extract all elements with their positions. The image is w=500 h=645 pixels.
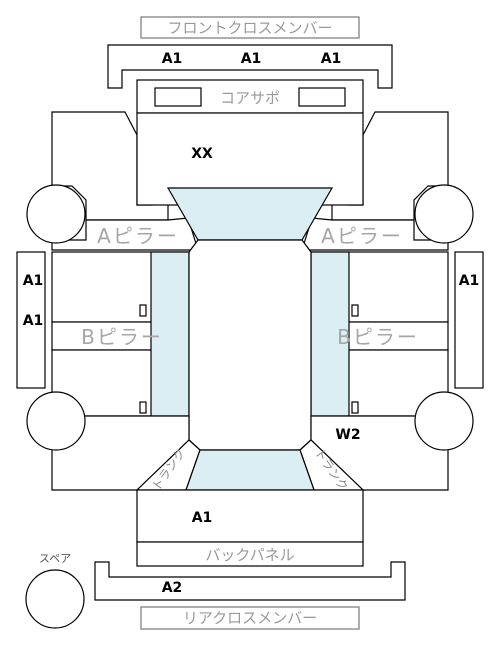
code-right-side: A1	[459, 273, 480, 289]
a-pillar-label-left: Aピラー	[97, 224, 179, 248]
left-front-handle	[139, 304, 147, 317]
right-a-pillar[interactable]	[301, 217, 449, 251]
code-left-side-lower: A1	[23, 313, 44, 329]
wheel-spare[interactable]	[25, 569, 85, 629]
front-cross-member-box	[140, 16, 360, 39]
trunk-lid[interactable]	[136, 489, 364, 543]
code-front-member-left: A1	[162, 51, 183, 67]
code-front-member-center: A1	[241, 51, 262, 67]
rear-window[interactable]	[185, 449, 315, 491]
rear-cross-member-label: リアクロスメンバー	[183, 609, 317, 627]
right-rear-handle	[351, 401, 359, 414]
wheel-front-left[interactable]	[26, 184, 86, 244]
spare-label: スペア	[39, 552, 71, 565]
a-pillar-label-right: Aピラー	[321, 224, 403, 248]
wheel-rear-right[interactable]	[414, 391, 474, 451]
left-side-windows[interactable]	[150, 251, 190, 417]
wheel-front-right[interactable]	[414, 184, 474, 244]
headlight-left	[154, 87, 202, 107]
rear-cross-member-box	[140, 606, 360, 630]
back-panel-label: バックパネル	[205, 546, 294, 564]
b-pillar-label-left: Bピラー	[81, 325, 163, 349]
rear-cross-member[interactable]	[94, 561, 406, 601]
right-side-sill[interactable]	[454, 251, 484, 389]
headlight-right	[298, 87, 346, 107]
left-rear-handle	[139, 401, 147, 414]
code-hood: XX	[191, 146, 213, 162]
code-right-rear-door: W2	[335, 427, 360, 443]
left-a-pillar[interactable]	[51, 217, 199, 251]
code-trunk: A1	[192, 510, 213, 526]
left-side-sill[interactable]	[16, 251, 46, 389]
wheel-rear-left[interactable]	[26, 391, 86, 451]
core-support-label: コアサポ	[220, 89, 280, 107]
code-rear-member: A2	[162, 580, 183, 596]
back-panel[interactable]	[136, 541, 364, 567]
roof[interactable]	[188, 239, 312, 451]
code-left-side-upper: A1	[23, 273, 44, 289]
front-cross-member[interactable]	[107, 44, 393, 89]
b-pillar-label-right: Bピラー	[337, 325, 419, 349]
front-cross-member-label: フロントクロスメンバー	[167, 19, 332, 37]
right-front-handle	[351, 304, 359, 317]
code-front-member-right: A1	[321, 51, 342, 67]
